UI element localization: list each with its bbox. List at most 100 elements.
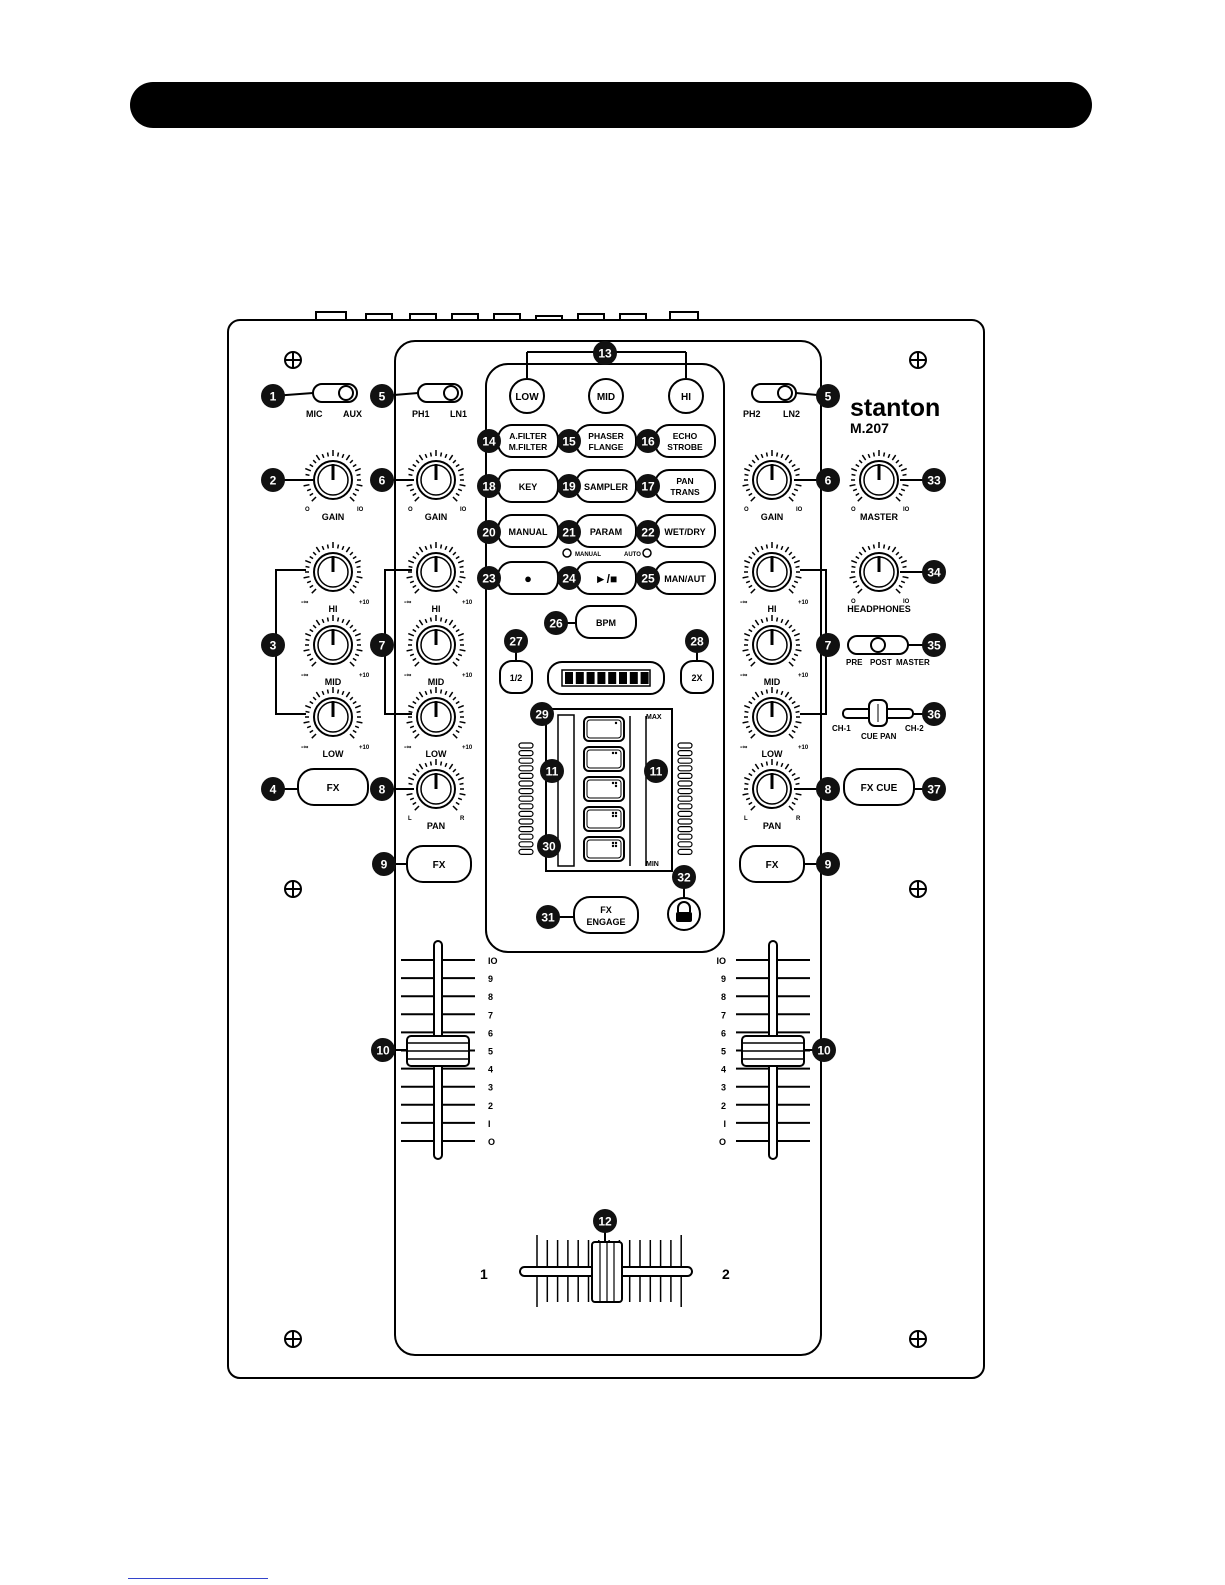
switch-label-mic: MIC [306,409,323,419]
filter-button[interactable] [497,424,559,458]
knob-tick [424,618,428,624]
level-led-left [518,803,534,810]
knob-tick [412,584,417,589]
mid-knob-ch1[interactable]: MID-∞+10 [404,615,473,687]
knob-tick [855,492,860,497]
hi-knob-ch1[interactable]: HI-∞+10 [404,542,473,614]
knob-tick [409,488,415,492]
fx-engage-button[interactable] [573,896,639,934]
callout-bubble [812,1038,836,1062]
knob-label: HI [329,604,338,614]
filter-button-line2: M.FILTER [509,442,548,452]
callout-number: 34 [927,566,941,580]
knob-tick [793,725,799,729]
screw-icon [284,351,302,369]
callout-number: 12 [598,1215,612,1229]
knob-tick [900,580,906,584]
knob-tick [743,776,751,781]
mic-aux-switch[interactable] [312,383,358,403]
knob-tick [409,797,415,801]
fx-cue-button[interactable] [843,768,915,806]
knob-tick [352,584,357,589]
fx-button-ch1[interactable] [297,768,369,806]
knob-tick [793,559,801,564]
knob-tick [742,720,749,724]
mid-knob-ch2[interactable]: MID-∞+10 [740,615,809,687]
callout-number: 4 [270,783,277,797]
knob-tick [356,638,361,642]
callout-bubble [636,429,660,453]
lock-button[interactable] [667,897,701,931]
crossfader[interactable] [519,1235,693,1307]
mid-knob-mic[interactable]: MID-∞+10 [301,615,370,687]
knob-scale-min: -∞ [301,599,308,606]
knob-scale-max: +10 [359,673,370,679]
low-knob-mic[interactable]: LOW-∞+10 [301,687,370,759]
phaser-button[interactable] [575,424,637,458]
pan-trans-button[interactable] [654,469,716,503]
level-led-left [518,742,534,749]
callout-bubble [922,633,946,657]
fader-scale-label: 4 [721,1065,726,1075]
knob-tick [356,483,363,487]
half-button-label: 1/2 [510,673,523,683]
knob-tick [887,453,891,459]
knob-label: GAIN [425,512,448,522]
callout-number: 14 [482,435,496,449]
pre-post-master-switch[interactable] [847,635,909,655]
screw-icon [909,351,927,369]
knob-tick [457,467,465,472]
echo-button[interactable] [654,424,716,458]
knob-tick [795,575,802,579]
band-button-hi[interactable] [668,378,704,414]
low-knob-ch1[interactable]: LOW-∞+10 [404,687,473,759]
knob-tick [429,452,433,457]
knob-tick [452,768,457,773]
key-button-label: KEY [519,482,538,492]
level-led-left [518,810,534,818]
hi-knob-ch2[interactable]: HI-∞+10 [740,542,809,614]
brand-logo: stanton [850,394,940,422]
knob-scale-min: O [851,507,856,513]
knob-tick [354,488,360,492]
hi-knob-mic[interactable]: HI -∞ +10 [301,542,370,614]
band-button-low[interactable] [509,378,545,414]
knob-tick [439,452,443,457]
knob-scale-max: +10 [359,600,370,606]
knob-tick [751,768,756,773]
knob-tick [309,463,314,468]
callout-bubble [477,520,501,544]
knob-tick [793,488,799,492]
fader-scale-label: I [723,1119,726,1129]
knob-tick [748,657,753,662]
callout-bubble [593,341,617,365]
level-led-left [518,780,534,787]
low-knob-ch2[interactable]: LOW-∞+10 [740,687,809,759]
knob-tick [791,463,796,468]
callout-bubble [261,384,285,408]
knob-scale-right: R [460,816,465,822]
knob-tick [452,551,457,556]
knob-tick [349,733,355,739]
knob-tick [303,483,310,487]
knob-tick [852,488,858,492]
knob-tick [887,545,891,551]
fader-scale-label: 2 [488,1101,493,1111]
fader-scale-label: 5 [721,1047,726,1057]
ph2-ln2-switch[interactable] [751,383,797,403]
knob-scale-min: O [851,599,856,605]
knob-tick [345,691,351,698]
band-button-mid[interactable] [588,378,624,414]
ph1-ln1-switch[interactable] [417,383,463,403]
knob-scale-max: IO [796,507,803,513]
knob-scale-min: -∞ [404,599,411,606]
knob-tick [448,619,454,626]
knob-label: MID [325,677,342,687]
